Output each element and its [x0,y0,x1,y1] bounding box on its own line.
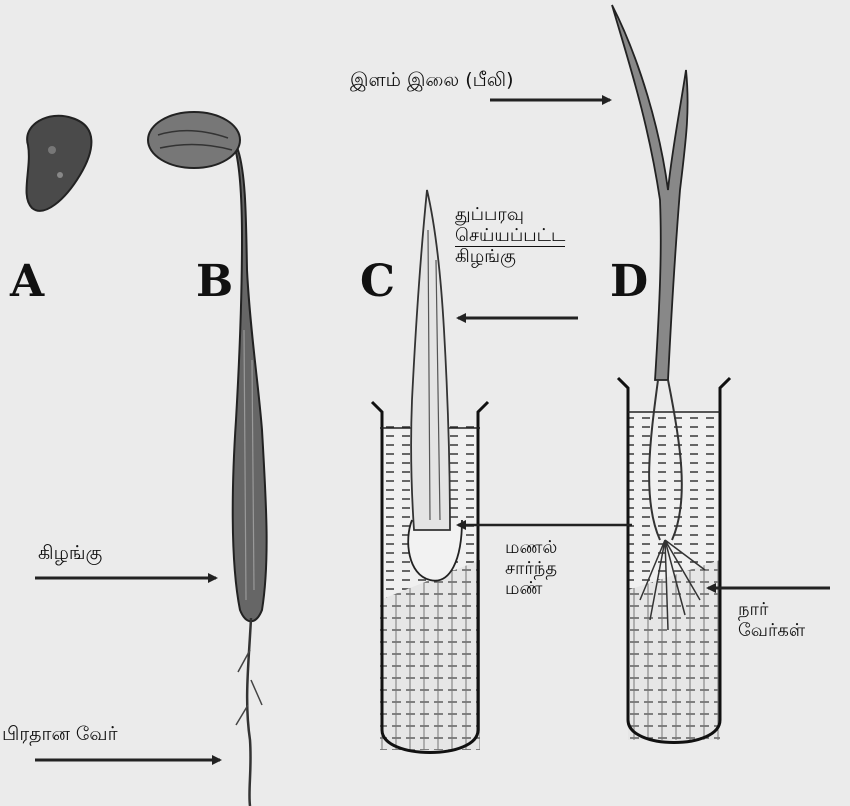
label-sandy-soil-line-3: மண் [505,579,557,600]
label-tuber: கிழங்கு [38,543,102,565]
label-fibrous-roots: நார் வேர்கள் [738,600,805,641]
label-sterilized-tuber-line-3: கிழங்கு [455,247,565,268]
label-sterilized-tuber-line-2: செய்யப்பட்ட [455,226,565,248]
panel-label-b: B [196,256,233,307]
seed-a [27,116,92,211]
panel-label-d: D [610,256,648,307]
label-sandy-soil: மணல் சார்ந்த மண் [505,538,557,600]
label-fibrous-roots-line-1: நார் [738,600,805,621]
tuber-b [148,112,267,806]
label-young-leaf: இளம் இலை (பீலி) [350,70,514,92]
panel-label-c: C [360,256,395,307]
label-fibrous-roots-line-2: வேர்கள் [738,621,805,642]
label-sandy-soil-line-2: சார்ந்த [505,559,557,580]
tube-d [612,5,730,743]
label-main-root: பிரதான வேர் [2,724,118,746]
label-sterilized-tuber-line-1: துப்பரவு [455,205,565,226]
label-sterilized-tuber: துப்பரவு செய்யப்பட்ட கிழங்கு [455,205,565,268]
label-sandy-soil-line-1: மணல் [505,538,557,559]
panel-label-a: A [10,256,44,307]
